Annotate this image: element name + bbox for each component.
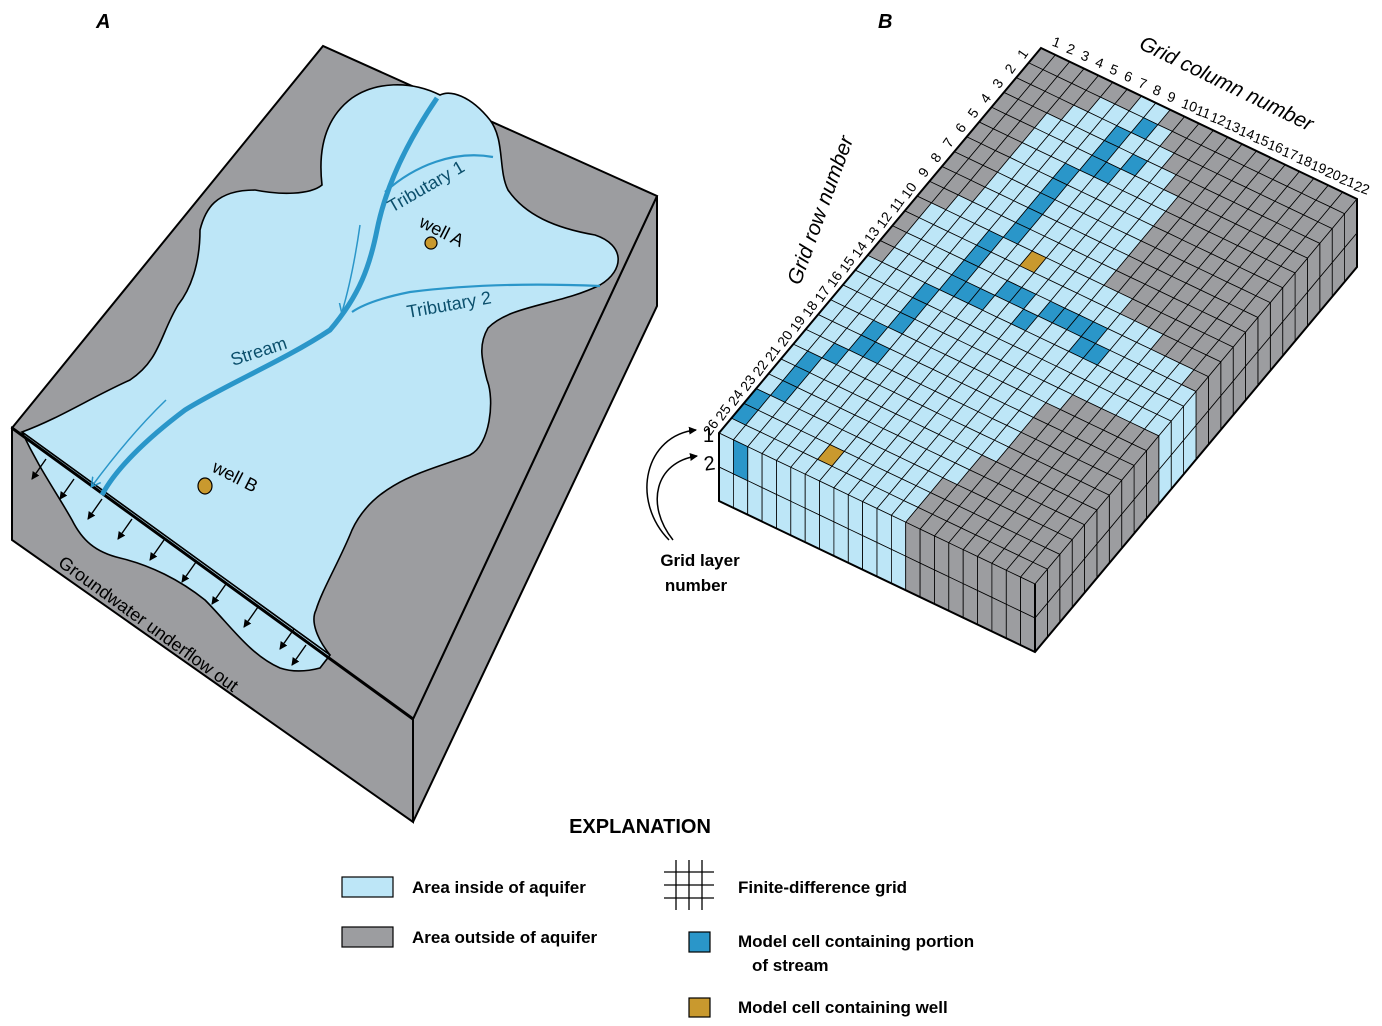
- column-number-tick: 19: [1309, 157, 1329, 177]
- column-number-tick: 2: [1064, 40, 1077, 58]
- legend-swatch-well-cell: [688, 997, 711, 1018]
- legend-label-stream-cell-2: of stream: [752, 956, 829, 975]
- underflow-arrow: [117, 518, 133, 540]
- underflow-arrows: [31, 458, 307, 666]
- column-number-tick: 20: [1323, 164, 1343, 184]
- underflow-arrow: [149, 539, 165, 561]
- explanation-title: EXPLANATION: [569, 816, 711, 838]
- underflow-arrow: [291, 644, 307, 666]
- explanation: EXPLANATION Area inside of aquifer Area …: [341, 816, 974, 1018]
- column-number-tick: 5: [1108, 61, 1121, 79]
- column-number-tick: 18: [1294, 150, 1314, 170]
- column-number-tick: 7: [1136, 74, 1149, 92]
- column-number-tick: 16: [1266, 136, 1286, 156]
- legend-swatch-outside: [341, 926, 394, 948]
- column-number-tick: 1: [1050, 33, 1063, 51]
- tributary-1-line: [384, 154, 494, 193]
- panel-a-letter: A: [95, 11, 110, 33]
- row-number-tick: 9: [915, 164, 933, 180]
- underflow-arrow: [31, 458, 47, 480]
- column-number-tick: 6: [1122, 68, 1135, 86]
- column-number-tick: 13: [1222, 116, 1242, 136]
- legend-label-inside: Area inside of aquifer: [412, 878, 586, 897]
- row-number-tick: 2: [1001, 61, 1019, 77]
- underflow-arrow: [59, 478, 75, 500]
- column-number-tick: 3: [1079, 47, 1092, 65]
- underflow-arrow: [211, 583, 227, 605]
- legend-label-outside: Area outside of aquifer: [412, 928, 598, 947]
- legend-swatch-stream-cell: [688, 931, 711, 953]
- flow-arrow-lower: [92, 399, 167, 486]
- block-a-front-edge: [11, 426, 414, 721]
- layer-number-1: 1: [703, 425, 714, 447]
- column-number-tick: 17: [1280, 143, 1300, 163]
- model-grid: [718, 46, 1358, 654]
- legend-label-well-cell: Model cell containing well: [738, 998, 948, 1017]
- layer-callout-arrow-2: [656, 453, 698, 541]
- well-a-marker: [424, 236, 438, 250]
- column-number-tick: 14: [1237, 122, 1257, 142]
- underflow-arrow: [243, 606, 259, 628]
- row-number-tick: 6: [952, 120, 970, 136]
- panel-b-letter: B: [878, 11, 892, 33]
- row-number-tick: 3: [989, 75, 1007, 91]
- underflow-arrow: [87, 498, 103, 520]
- row-number-tick: 4: [977, 90, 995, 106]
- row-number-tick: 7: [939, 135, 957, 151]
- column-number-tick: 4: [1093, 54, 1106, 72]
- tributary-2-line: [351, 283, 601, 313]
- column-number-tick: 9: [1165, 88, 1178, 106]
- legend-swatch-grid: [664, 860, 714, 910]
- legend-label-grid: Finite-difference grid: [738, 878, 907, 897]
- column-number-tick: 15: [1251, 129, 1271, 149]
- row-number-tick: 1: [1014, 46, 1032, 62]
- column-number-tick: 8: [1151, 81, 1164, 99]
- row-number-tick: 8: [927, 149, 945, 165]
- layer-title-line2: number: [665, 576, 728, 595]
- flow-arrow-upper: [342, 224, 361, 312]
- aquifer-area: [20, 84, 619, 656]
- underflow-arrow: [279, 628, 295, 650]
- grid-front-cell-stream: [733, 439, 749, 482]
- layer-callout-arrow-1: [646, 426, 697, 541]
- column-number-tick: 21: [1337, 170, 1357, 190]
- row-number-tick: 5: [964, 105, 982, 121]
- layer-title-line1: Grid layer: [660, 551, 740, 570]
- column-number-tick: 10: [1179, 95, 1199, 115]
- legend-swatch-inside: [341, 876, 394, 898]
- column-number-tick: 11: [1194, 102, 1213, 122]
- panel-a: A Stream Tributary 1 Tributary 2 well A …: [10, 11, 659, 824]
- legend-label-stream-cell-1: Model cell containing portion: [738, 932, 974, 951]
- underflow-arrow: [181, 561, 197, 583]
- layer-number-2: 2: [703, 452, 717, 475]
- stream-line: [99, 96, 440, 497]
- column-number-tick: 12: [1208, 109, 1228, 129]
- column-number-tick: 22: [1352, 177, 1372, 197]
- well-b-marker: [197, 477, 213, 495]
